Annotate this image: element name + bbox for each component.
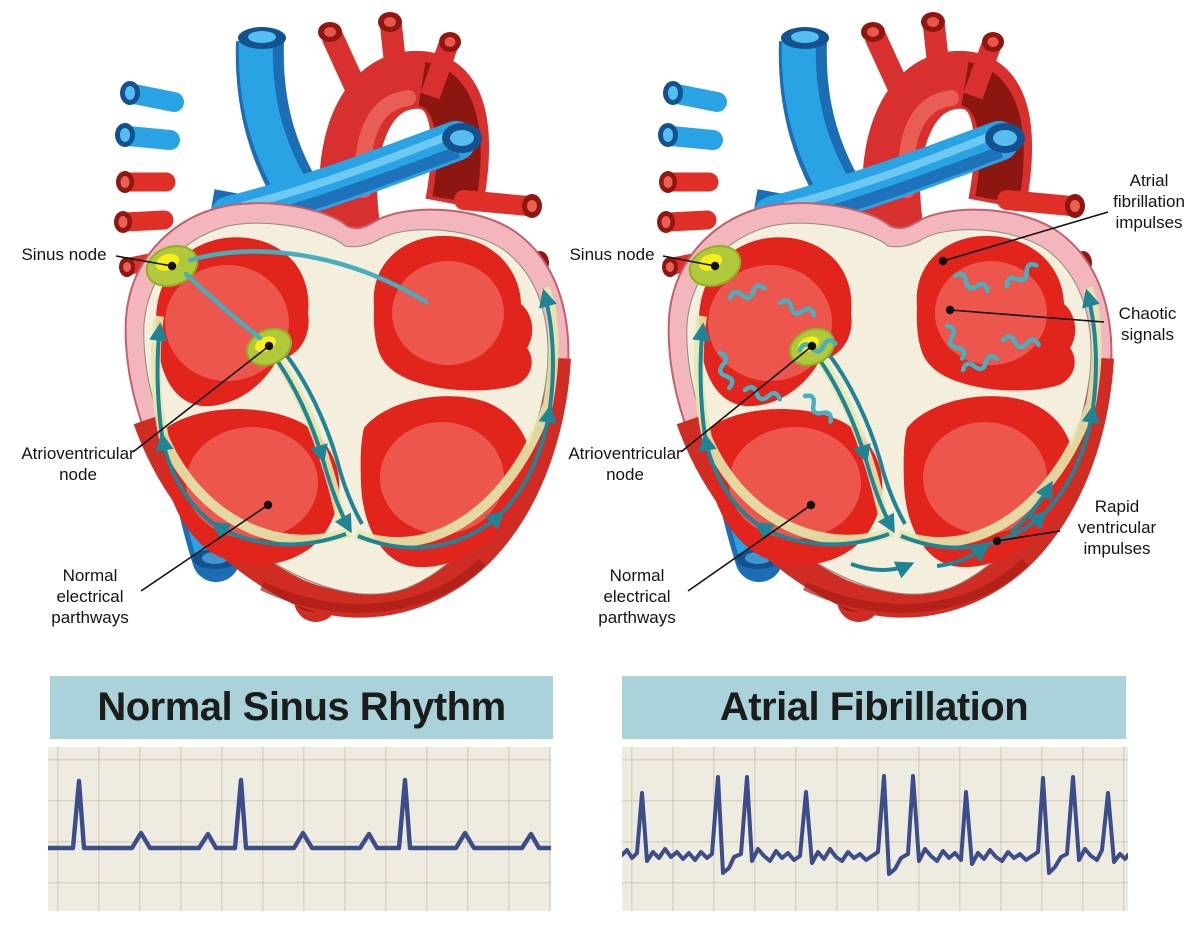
label-pathways-right: Normal electrical parthways: [567, 565, 707, 628]
sa-to-right-atrium-signal: [187, 249, 429, 305]
label-rapid-impulses: Rapid ventricular impulses: [1058, 496, 1176, 559]
label-line: Sinus node: [569, 245, 655, 264]
label-line: ventricular: [1077, 518, 1157, 537]
ecg-panel-afib: [622, 747, 1128, 911]
label-line: impulses: [1083, 539, 1151, 558]
ecg-polyline-afib: [622, 774, 1128, 876]
ecg-title-normal: Normal Sinus Rhythm: [50, 676, 553, 739]
label-line: Chaotic: [1118, 304, 1177, 323]
label-afib-impulses: Atrial fibrillation impulses: [1098, 170, 1200, 233]
label-line: Sinus node: [21, 245, 107, 264]
label-av-node-left: Atrioventricular node: [8, 443, 148, 485]
label-line: node: [59, 465, 97, 484]
ecg-title-afib: Atrial Fibrillation: [622, 676, 1126, 739]
label-line: electrical: [603, 587, 671, 606]
label-sinus-node-left: Sinus node: [14, 244, 114, 265]
ecg-panel-normal: [48, 747, 551, 911]
ecg-polyline-normal: [48, 777, 551, 851]
label-line: parthways: [51, 608, 129, 627]
label-line: Atrioventricular: [568, 444, 682, 463]
label-pathways-left: Normal electrical parthways: [20, 565, 160, 628]
label-line: parthways: [598, 608, 676, 627]
label-line: impulses: [1115, 213, 1183, 232]
label-line: Rapid: [1094, 497, 1140, 516]
normal-conduction-curves: [183, 249, 429, 341]
label-line: node: [606, 465, 644, 484]
label-av-node-right: Atrioventricular node: [555, 443, 695, 485]
label-chaotic-signals: Chaotic signals: [1095, 303, 1200, 345]
rapid-ventricular-arrows: [850, 480, 1053, 579]
label-line: electrical: [56, 587, 124, 606]
label-sinus-node-right: Sinus node: [562, 244, 662, 265]
label-line: Normal: [62, 566, 118, 585]
ecg-trace-normal: [48, 777, 551, 851]
label-line: Normal: [609, 566, 665, 585]
label-line: Atrioventricular: [21, 444, 135, 463]
label-line: signals: [1121, 325, 1174, 344]
label-line: Atrial: [1129, 171, 1169, 190]
label-line: fibrillation: [1113, 192, 1185, 211]
afib-heart-illustration: [655, 8, 1125, 658]
sa-to-av-signal: [183, 271, 263, 341]
normal-heart-illustration: [112, 8, 582, 658]
ecg-trace-afib: [622, 774, 1128, 876]
